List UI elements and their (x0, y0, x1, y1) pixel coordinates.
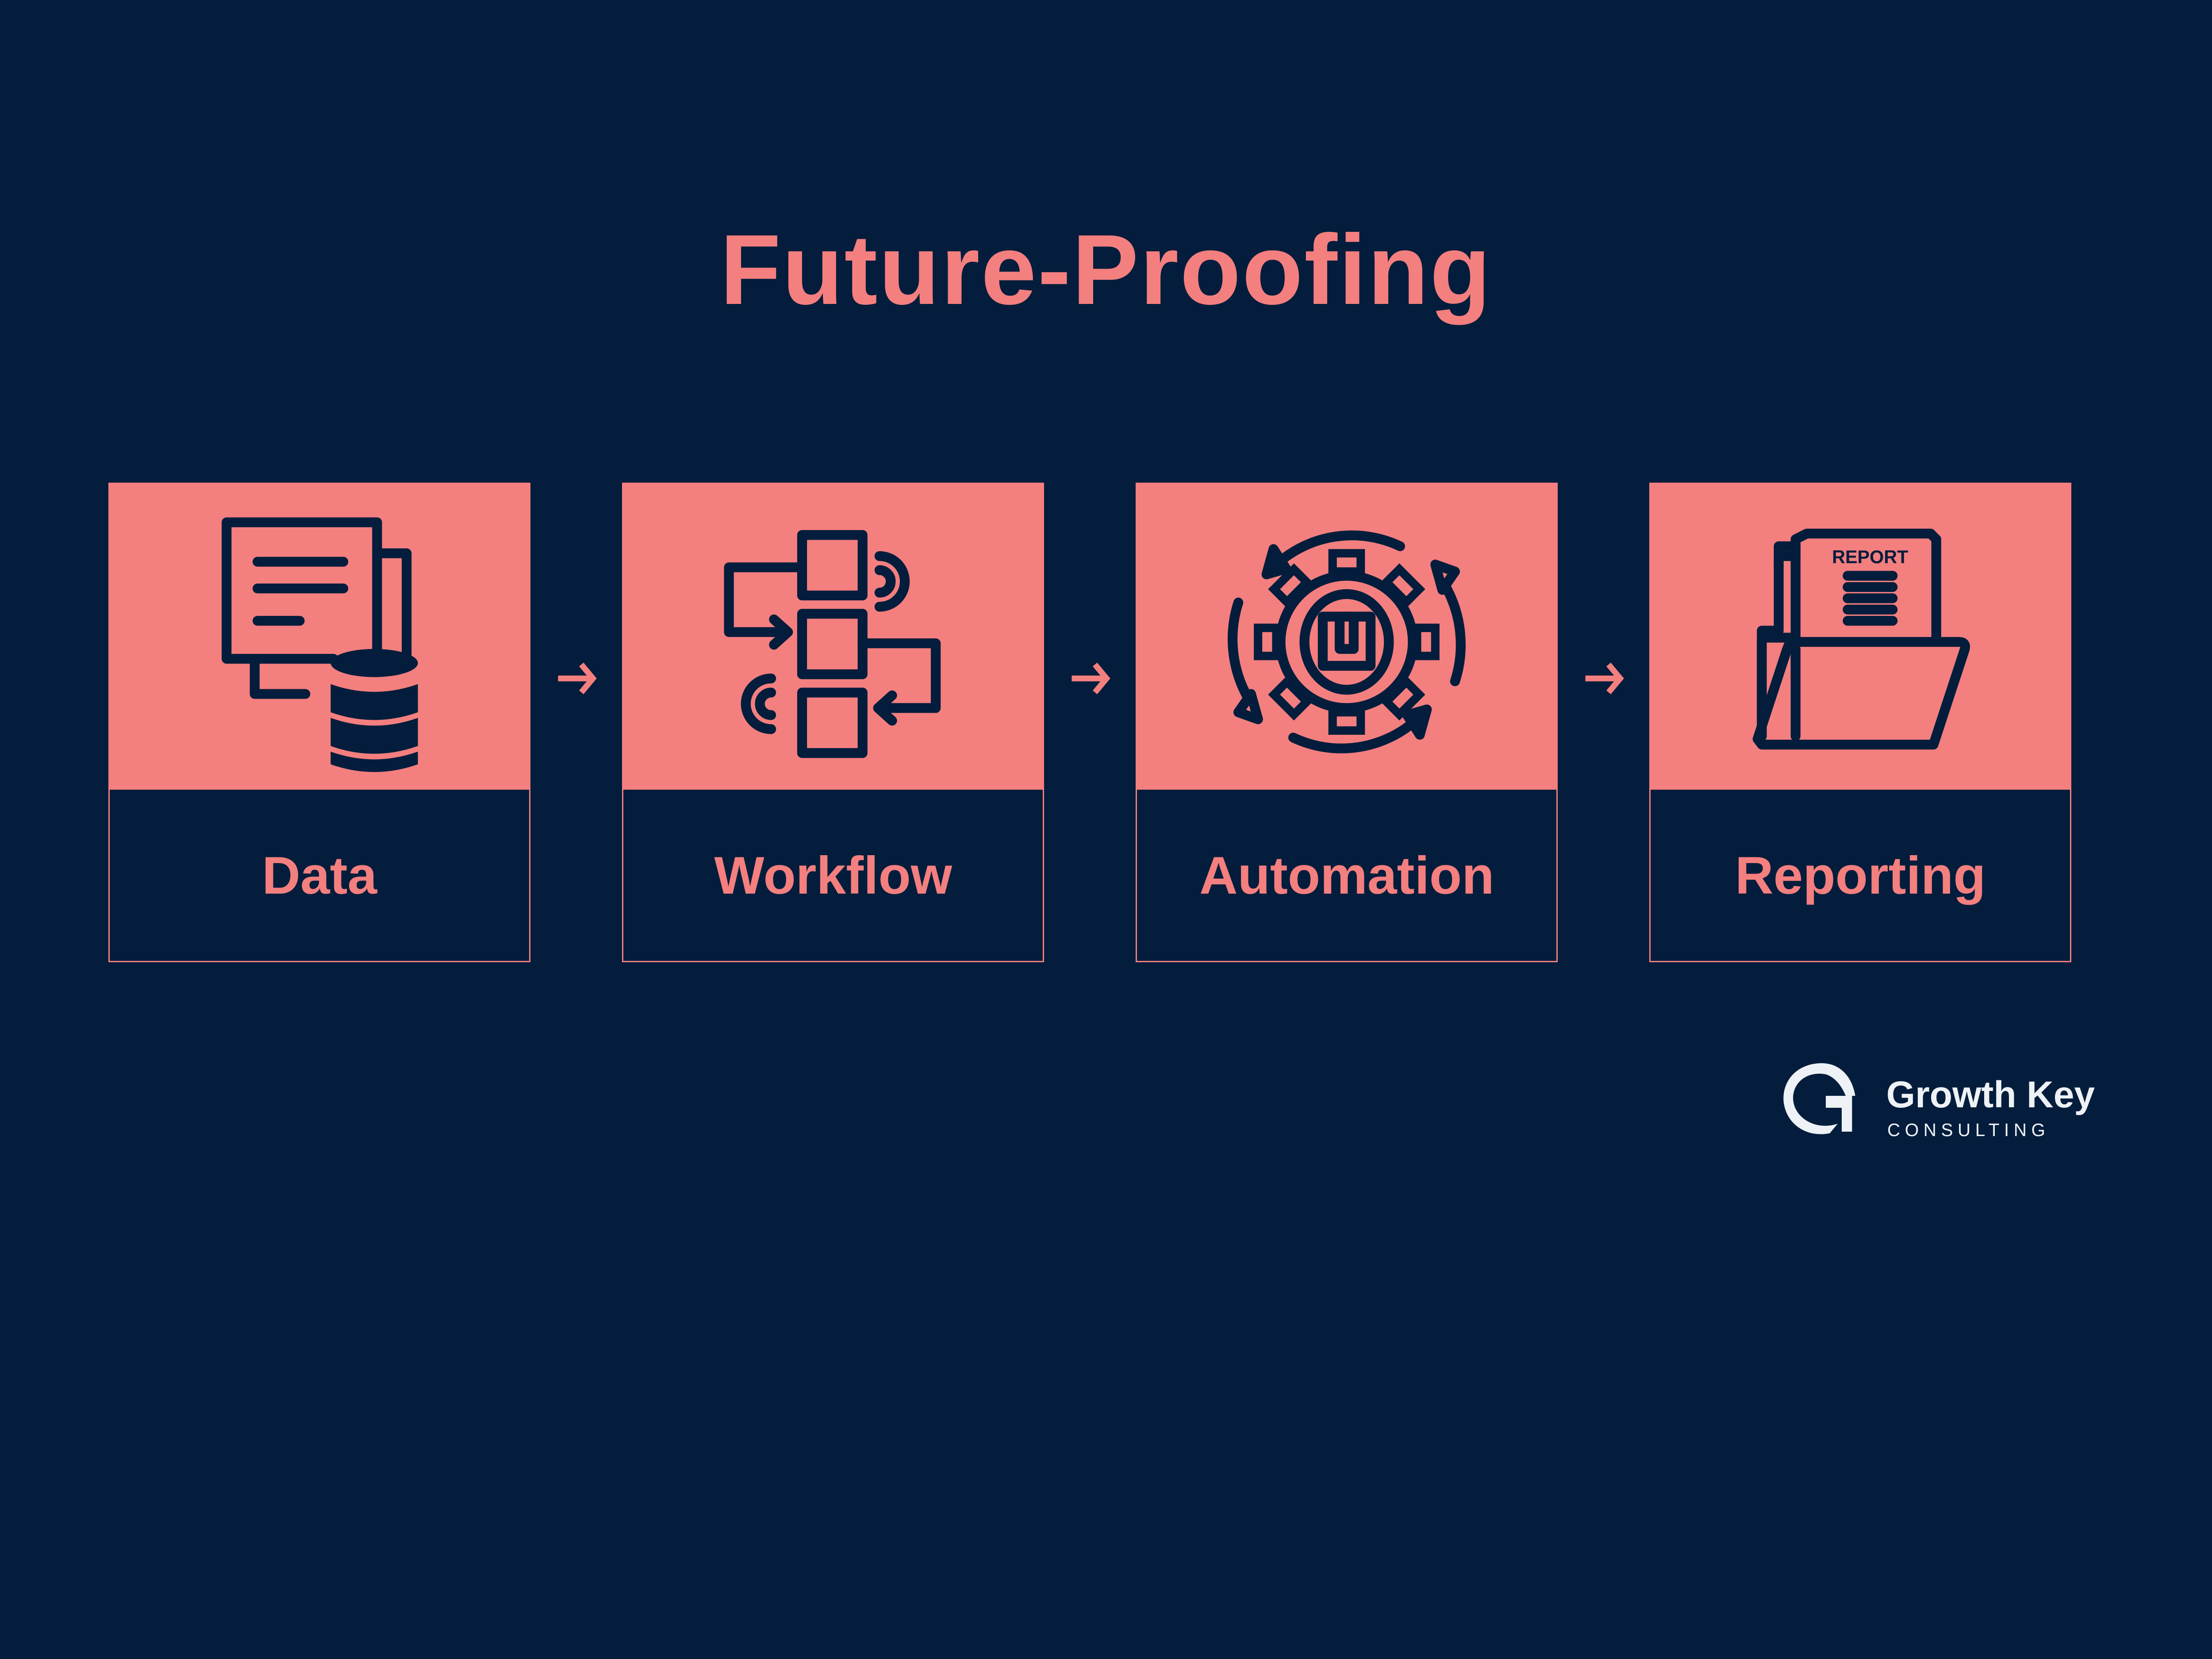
growth-key-logo-icon (1783, 1063, 1855, 1134)
report-label: REPORT (1832, 546, 1908, 567)
card-icon-area (622, 482, 1045, 790)
step-card-automation: Automation (1136, 482, 1558, 964)
step-label: Reporting (1649, 790, 2072, 962)
company-logo: Growth Key CONSULTING (1782, 1060, 2095, 1148)
document-database-icon (222, 517, 418, 772)
logo-tagline: CONSULTING (1887, 1120, 2050, 1140)
step-label: Automation (1136, 790, 1558, 962)
card-icon-area (108, 482, 531, 790)
arrow-right-icon (558, 663, 597, 695)
arrow-right-icon (1071, 663, 1110, 695)
card-icon-area: REPORT (1649, 482, 2072, 790)
card-icon-area (1136, 482, 1558, 790)
gear-cycle-icon (1228, 530, 1466, 753)
step-label: Workflow (622, 790, 1045, 962)
report-folder-icon: REPORT (1752, 528, 1970, 749)
page-title: Future-Proofing (720, 214, 1492, 325)
step-card-data: Data (108, 482, 531, 964)
arrow-right-icon (1585, 663, 1624, 695)
logo-name: Growth Key (1886, 1074, 2095, 1115)
step-card-workflow: Workflow (622, 482, 1045, 964)
workflow-flowchart-icon (724, 530, 941, 758)
step-label: Data (108, 790, 531, 962)
step-card-reporting: REPORT Reporting (1649, 482, 2072, 964)
